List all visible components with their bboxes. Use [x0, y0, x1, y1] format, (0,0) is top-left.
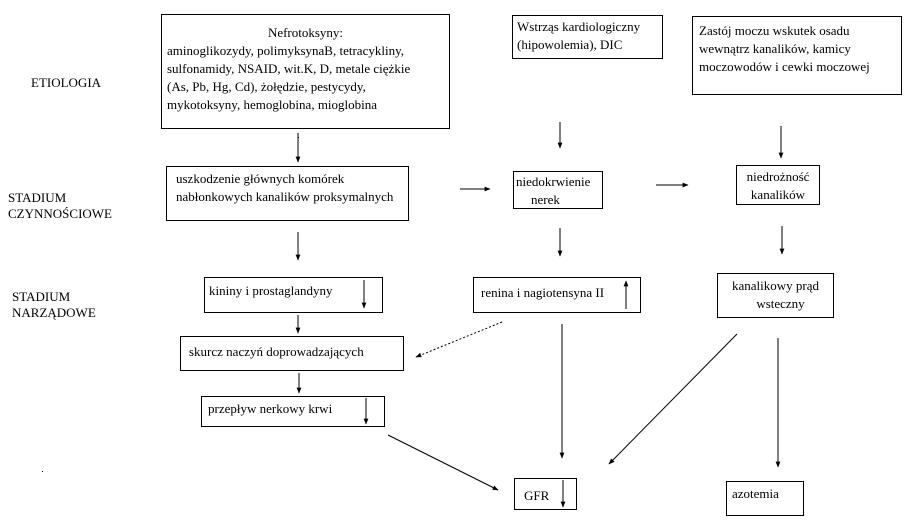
nephrotoxins-line-3: (As, Pb, Hg, Cd), żołędzie, pestycydy, — [167, 79, 366, 94]
box-gfr: GFR — [514, 478, 577, 510]
urine-stasis-line-2: wewnątrz kanalików, kamicy — [699, 41, 851, 56]
vasoconstriction-label: skurcz naczyń doprowadzających — [189, 344, 364, 359]
stage-label-functional: STADIUM CZYNNOŚCIOWE — [8, 190, 112, 222]
obstruction-line-1: niedrożność — [746, 169, 810, 184]
box-tubular-obstruction: niedrożność kanalików — [736, 165, 820, 205]
backflow-line-2: wsteczny — [756, 296, 805, 311]
box-renin-angiotensin: renina i nagiotensyna II — [473, 277, 641, 313]
azotemia-label: azotemia — [732, 486, 779, 501]
box-cardiogenic-shock: Wstrząs kardiologiczny (hipowolemia), DI… — [512, 15, 663, 59]
box-renal-ischemia: niedokrwienie nerek — [513, 171, 603, 209]
stage-label-functional-line-1: STADIUM — [8, 190, 67, 205]
box-urine-stasis: Zastój moczu wskutek osadu wewnątrz kana… — [692, 16, 902, 95]
box-azotemia: azotemia — [726, 481, 804, 516]
stage-label-functional-line-2: CZYNNOŚCIOWE — [8, 206, 112, 221]
arrow-backflow-to-gfr — [608, 333, 738, 465]
blood-flow-label: przepływ nerkowy krwi — [208, 401, 333, 416]
urine-stasis-line-3: moczowodów i cewki moczowej — [699, 59, 870, 74]
gfr-label: GFR — [524, 488, 550, 503]
arrow-renin-to-vasoconstriction — [415, 321, 503, 358]
backflow-line-1: kanalikowy prąd — [731, 278, 819, 293]
stage-label-organ: STADIUM NARZĄDOWE — [12, 289, 96, 321]
nephrotoxins-title: Nefrotoksyny: — [267, 25, 344, 40]
stray-dot — [42, 471, 43, 472]
stage-label-etiology: ETIOLOGIA — [31, 75, 102, 90]
shock-line-1: Wstrząs kardiologiczny — [517, 19, 641, 34]
obstruction-line-2: kanalików — [750, 187, 806, 202]
shock-line-2: (hipowolemia), DIC — [517, 37, 623, 52]
box-renal-blood-flow: przepływ nerkowy krwi — [201, 396, 385, 427]
renin-label: renina i nagiotensyna II — [481, 285, 605, 300]
nephrotoxins-line-1: aminoglikozydy, polimyksynaB, tetracykli… — [167, 43, 404, 58]
stage-label-organ-line-2: NARZĄDOWE — [12, 305, 96, 320]
box-epithelial-cell-damage: uszkodzenie głównych komórek nabłonkowyc… — [166, 166, 409, 221]
box-vasoconstriction: skurcz naczyń doprowadzających — [180, 336, 404, 371]
cell-damage-line-2: nabłonkowych kanalików proksymalnych — [176, 189, 394, 204]
urine-stasis-line-1: Zastój moczu wskutek osadu — [699, 23, 850, 38]
cell-damage-line-1: uszkodzenie głównych komórek — [176, 171, 345, 186]
nephrotoxins-line-4: mykotoksyny, hemoglobina, mioglobina — [167, 97, 378, 112]
box-tubular-backflow: kanalikowy prąd wsteczny — [717, 273, 834, 318]
arrow-blood-flow-to-gfr — [387, 434, 499, 491]
kinins-label: kininy i prostaglandyny — [209, 283, 333, 298]
stage-label-organ-line-1: STADIUM — [12, 289, 71, 304]
nephrotoxins-line-2: sulfonamidy, NSAID, wit.K, D, metale cię… — [167, 61, 411, 76]
ischemia-line-2: nerek — [531, 192, 560, 207]
box-nephrotoxins: Nefrotoksyny: aminoglikozydy, polimyksyn… — [161, 14, 450, 129]
ischemia-line-1: niedokrwienie — [516, 174, 591, 189]
stray-dot — [298, 137, 299, 138]
box-kinins-prostaglandins: kininy i prostaglandyny — [204, 277, 383, 313]
